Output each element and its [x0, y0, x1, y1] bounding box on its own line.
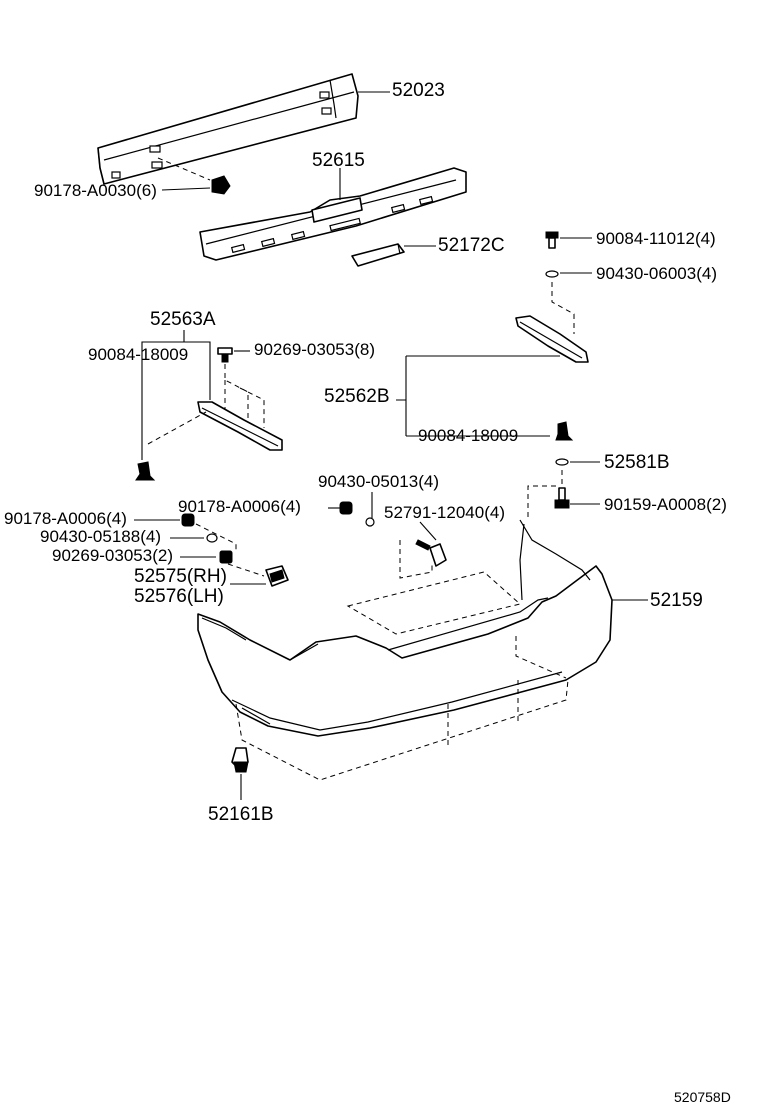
clip-52161b-drawing: [231, 747, 249, 773]
bumper-reinforcement-drawing: [97, 73, 359, 185]
bolt-90084-11012-drawing: [545, 231, 559, 249]
spacer-drawing: [351, 243, 405, 267]
label-90178-a0006-a: 90178-A0006(4): [4, 509, 127, 528]
leader-52791-12040: [419, 521, 437, 541]
label-90084-11012: 90084-11012(4): [596, 229, 716, 248]
label-90178-a0006-b: 90178-A0006(4): [178, 497, 301, 516]
grommet-52581b-drawing: [555, 458, 569, 466]
label-52563a: 52563A: [150, 309, 216, 330]
clip-90084-18009-right-drawing: [555, 421, 574, 441]
label-52791-12040: 52791-12040(4): [384, 503, 505, 522]
label-90430-05188: 90430-05188(4): [40, 527, 161, 546]
label-52581b: 52581B: [604, 452, 670, 473]
label-90178-a0030: 90178-A0030(6): [34, 181, 157, 200]
nut-90178-a0006-b-drawing: [339, 501, 353, 515]
label-52172c: 52172C: [438, 235, 505, 256]
nut-90178-a0006-a-drawing: [181, 513, 195, 527]
leader-52563a: [141, 330, 211, 460]
bracket-52575-52576-drawing: [265, 565, 289, 587]
label-90430-06003: 90430-06003(4): [596, 264, 717, 283]
label-90084-18009-left: 90084-18009: [88, 345, 188, 364]
label-52562b: 52562B: [324, 386, 390, 407]
clip-90269-03053-8-drawing: [217, 347, 233, 363]
washer-90430-05013-drawing: [365, 517, 375, 527]
retainer-52562b-drawing: [515, 315, 589, 363]
label-90269-03053-8: 90269-03053(8): [254, 340, 375, 359]
washer-90430-05188-drawing: [206, 533, 218, 543]
label-90159-a0008: 90159-A0008(2): [604, 495, 727, 514]
washer-90430-06003-drawing: [545, 270, 559, 278]
retainer-52563a-drawing: [197, 401, 283, 451]
label-90084-18009-right: 90084-18009: [418, 426, 518, 445]
clip-90084-18009-left-drawing: [135, 461, 156, 481]
label-90269-03053-2: 90269-03053(2): [52, 546, 173, 565]
bumper-cover-drawing: [197, 519, 613, 737]
label-52615: 52615: [312, 150, 365, 171]
label-90430-05013: 90430-05013(4): [318, 472, 439, 491]
leader-52562b: [396, 355, 560, 437]
leader-90178-a0030: [161, 187, 211, 191]
label-52159: 52159: [650, 590, 703, 611]
label-52576-lh: 52576(LH): [134, 586, 224, 607]
label-52575-rh: 52575(RH): [134, 566, 227, 587]
retainer-52791-12040-drawing: [415, 539, 447, 567]
label-52023: 52023: [392, 80, 445, 101]
nut-drawing: [211, 175, 231, 195]
clip-90269-03053-2-drawing: [219, 550, 233, 564]
energy-absorber-drawing: [199, 167, 467, 261]
screw-90159-a0008-drawing: [554, 487, 570, 509]
drawing-code: 520758D: [674, 1089, 731, 1105]
label-52161b: 52161B: [208, 804, 274, 825]
